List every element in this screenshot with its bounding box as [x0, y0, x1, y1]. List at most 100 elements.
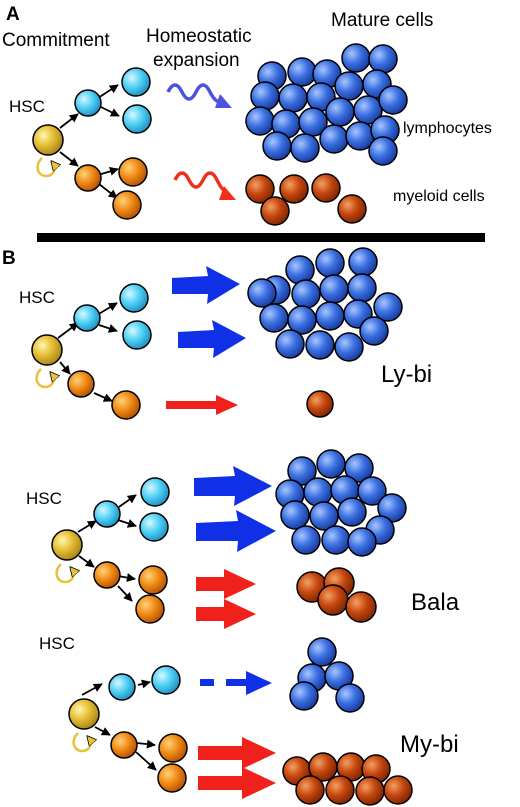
- commitment-arrow: [97, 84, 119, 99]
- mature-lymphocyte-cell: [368, 44, 398, 74]
- commitment-arrows: [59, 84, 120, 199]
- commitment-arrow: [98, 183, 118, 199]
- panel-a: A Commitment Homeostatic expansion Matur…: [2, 4, 492, 226]
- mature-lymphocyte-cell: [337, 497, 367, 527]
- panel-a-letter: A: [6, 4, 20, 25]
- homeostatic-header-line1: Homeostatic: [146, 26, 252, 47]
- lymphocytes-label: lymphocytes: [403, 120, 492, 137]
- lymphoid-expansion-wave: [166, 83, 226, 104]
- mature-lymphocyte-cell: [321, 525, 351, 555]
- myeloid-expansion-arrow: [196, 569, 256, 599]
- bala-row: HSC Bala: [26, 449, 460, 629]
- hsc-label: HSC: [39, 634, 75, 653]
- lymphoid-expansion-arrow: [178, 320, 246, 358]
- mature-myeloid-cell: [355, 776, 385, 806]
- mature-myeloid-cell: [337, 194, 367, 224]
- mature-lymphocyte-cell: [347, 273, 377, 303]
- ly-bi-row: HSC Ly-bi: [19, 247, 432, 420]
- panel-b-letter: B: [2, 248, 16, 269]
- commitment-arrow: [96, 302, 118, 316]
- mature-lymphocyte-cell: [307, 637, 337, 667]
- mature-lymphocyte-cell: [245, 106, 275, 136]
- commitment-arrow: [115, 494, 137, 510]
- hsc-cell: [31, 334, 63, 366]
- mature-lymphocyte-cell: [335, 683, 365, 713]
- lymphoid-progenitor: [122, 104, 152, 134]
- lymphoid-progenitor: [122, 320, 152, 350]
- lymphoid-expansion-arrow: [172, 266, 240, 304]
- mature-myeloid-cell: [306, 390, 334, 418]
- commitment-arrows: [57, 302, 118, 402]
- mature-myeloid-cluster: [296, 567, 377, 623]
- myeloid-cells-label: myeloid cells: [393, 188, 485, 205]
- mature-lymphocyte-cell: [262, 131, 292, 161]
- mature-lymphocyte-cell: [334, 332, 364, 362]
- lymphoid-expansion-arrow: [194, 466, 272, 506]
- commitment-arrow: [59, 151, 79, 167]
- commitment-arrow: [136, 739, 156, 749]
- lymphoid-progenitor: [121, 67, 151, 97]
- myeloid-progenitor: [118, 157, 148, 187]
- hsc-cell: [51, 529, 83, 561]
- mature-myeloid-cell: [383, 775, 413, 805]
- mature-myeloid-cluster: [282, 752, 413, 806]
- mature-lymphocyte-cell: [250, 81, 280, 111]
- myeloid-progenitor: [112, 190, 142, 220]
- myeloid-expansion-arrow: [196, 599, 256, 629]
- lymphoid-progenitor: [140, 477, 170, 507]
- panel-divider: [37, 233, 485, 242]
- mature-lymphocyte-cell: [259, 303, 289, 333]
- myeloid-progenitor: [157, 763, 187, 793]
- myeloid-expansion-arrowhead: [219, 186, 236, 200]
- mature-lymphocyte-cell: [275, 329, 305, 359]
- commitment-arrow: [97, 167, 119, 176]
- commitment-header: Commitment: [2, 30, 110, 51]
- commitment-arrow: [93, 392, 113, 402]
- mature-lymphocyte-cell: [247, 278, 277, 308]
- myeloid-progenitor: [110, 731, 138, 759]
- bala-label: Bala: [411, 589, 460, 616]
- commitment-arrow: [78, 555, 95, 568]
- mature-lymphocyte-cell: [280, 500, 310, 530]
- myeloid-progenitor: [138, 565, 168, 595]
- myeloid-progenitor: [111, 390, 141, 420]
- mature-lymphocyte-cell: [373, 292, 403, 322]
- self-renewal-arrow: [35, 368, 54, 389]
- mature-lymphocyte-cell: [315, 301, 345, 331]
- self-renewal-arrow: [36, 157, 55, 178]
- commitment-arrow: [117, 519, 137, 528]
- myeloid-expansion-arrow: [166, 395, 238, 415]
- mature-lymphocyte-cell: [319, 124, 349, 154]
- mature-lymphocyte-cluster: [275, 449, 407, 557]
- commitment-arrow: [59, 361, 71, 375]
- myeloid-progenitor: [67, 370, 95, 398]
- self-renewal-arrow: [55, 563, 74, 584]
- mature-lymphocyte-cell: [347, 527, 377, 557]
- mature-lymphocyte-cell: [291, 525, 321, 555]
- mature-lymphocyte-cell: [287, 456, 317, 486]
- mature-myeloid-cell: [311, 173, 341, 203]
- hsc-cell: [68, 698, 100, 730]
- myeloid-expansion-arrow: [198, 767, 276, 799]
- mature-lymphocyte-cell: [278, 83, 308, 113]
- mature-lymphocyte-cell: [341, 43, 371, 73]
- mature-lymphocyte-cell: [359, 316, 389, 346]
- commitment-arrow: [57, 322, 79, 339]
- commitment-arrow: [117, 573, 136, 583]
- my-bi-row: HSC My-bi: [39, 634, 459, 806]
- mature-myeloid-cluster: [245, 173, 367, 226]
- lymphoid-dashed-arrow-segment: [226, 679, 246, 686]
- commitment-arrow: [98, 324, 118, 333]
- lymphoid-dashed-arrowhead: [246, 671, 272, 695]
- mature-lymphocyte-cell: [289, 681, 319, 711]
- my-bi-label: My-bi: [400, 731, 459, 758]
- mature-lymphocyte-cell: [344, 453, 374, 483]
- mature-lymphocyte-cell: [357, 476, 387, 506]
- myeloid-progenitor: [93, 561, 121, 589]
- hsc-label: HSC: [19, 288, 55, 307]
- mature-lymphocyte-cell: [319, 274, 349, 304]
- self-renewal-arrow: [72, 732, 91, 753]
- commitment-arrows: [81, 679, 157, 771]
- ly-bi-label: Ly-bi: [381, 361, 432, 388]
